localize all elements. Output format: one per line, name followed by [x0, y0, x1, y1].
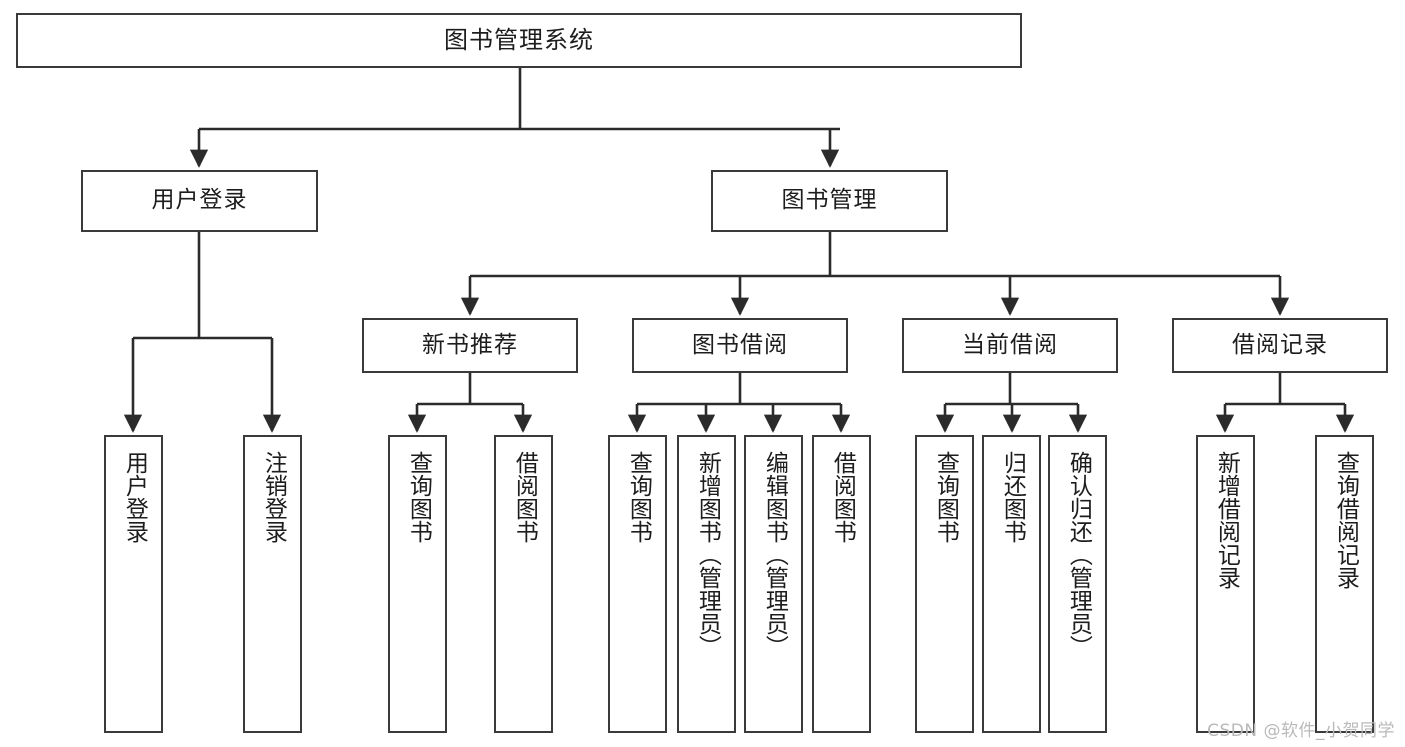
node-book-management[interactable]: 图书管理 — [711, 170, 948, 232]
node-label: 归还图书 — [999, 451, 1026, 543]
node-label: 借阅图书 — [829, 451, 856, 543]
node-label: 新增图书（管理员） — [694, 451, 721, 658]
node-label: 新书推荐 — [422, 331, 518, 358]
leaf-user-login-signin[interactable]: 用户登录 — [104, 435, 163, 733]
leaf-current-borrow-confirm-return-admin[interactable]: 确认归还（管理员） — [1048, 435, 1107, 733]
leaf-new-book-borrow[interactable]: 借阅图书 — [494, 435, 553, 733]
leaf-book-borrow-query[interactable]: 查询图书 — [608, 435, 667, 733]
node-label: 查询图书 — [405, 451, 432, 543]
node-label: 当前借阅 — [962, 331, 1058, 358]
node-label: 图书借阅 — [692, 331, 788, 358]
node-label: 编辑图书（管理员） — [761, 451, 788, 658]
node-user-login[interactable]: 用户登录 — [81, 170, 318, 232]
node-label: 用户登录 — [121, 451, 148, 543]
leaf-current-borrow-query[interactable]: 查询图书 — [915, 435, 974, 733]
node-book-borrow[interactable]: 图书借阅 — [632, 318, 848, 373]
node-label: 借阅图书 — [511, 451, 538, 543]
leaf-book-borrow-edit-admin[interactable]: 编辑图书（管理员） — [744, 435, 803, 733]
node-label: 图书管理系统 — [444, 26, 594, 55]
node-label: 借阅记录 — [1232, 331, 1328, 358]
leaf-user-login-signout[interactable]: 注销登录 — [243, 435, 302, 733]
node-label: 新增借阅记录 — [1213, 451, 1240, 589]
leaf-book-borrow-add-admin[interactable]: 新增图书（管理员） — [677, 435, 736, 733]
node-label: 确认归还（管理员） — [1065, 451, 1092, 658]
node-label: 图书管理 — [781, 187, 878, 214]
leaf-book-borrow-borrow[interactable]: 借阅图书 — [812, 435, 871, 733]
node-new-book-recommend[interactable]: 新书推荐 — [362, 318, 578, 373]
node-label: 用户登录 — [151, 187, 248, 214]
node-label: 查询借阅记录 — [1332, 451, 1359, 589]
node-label: 查询图书 — [932, 451, 959, 543]
node-current-borrow[interactable]: 当前借阅 — [902, 318, 1118, 373]
leaf-new-book-query[interactable]: 查询图书 — [388, 435, 447, 733]
leaf-current-borrow-return[interactable]: 归还图书 — [982, 435, 1041, 733]
node-label: 查询图书 — [625, 451, 652, 543]
leaf-borrow-record-add[interactable]: 新增借阅记录 — [1196, 435, 1255, 733]
node-root-library-system[interactable]: 图书管理系统 — [16, 13, 1022, 68]
node-label: 注销登录 — [260, 451, 287, 543]
leaf-borrow-record-query[interactable]: 查询借阅记录 — [1315, 435, 1374, 733]
node-borrow-record[interactable]: 借阅记录 — [1172, 318, 1388, 373]
